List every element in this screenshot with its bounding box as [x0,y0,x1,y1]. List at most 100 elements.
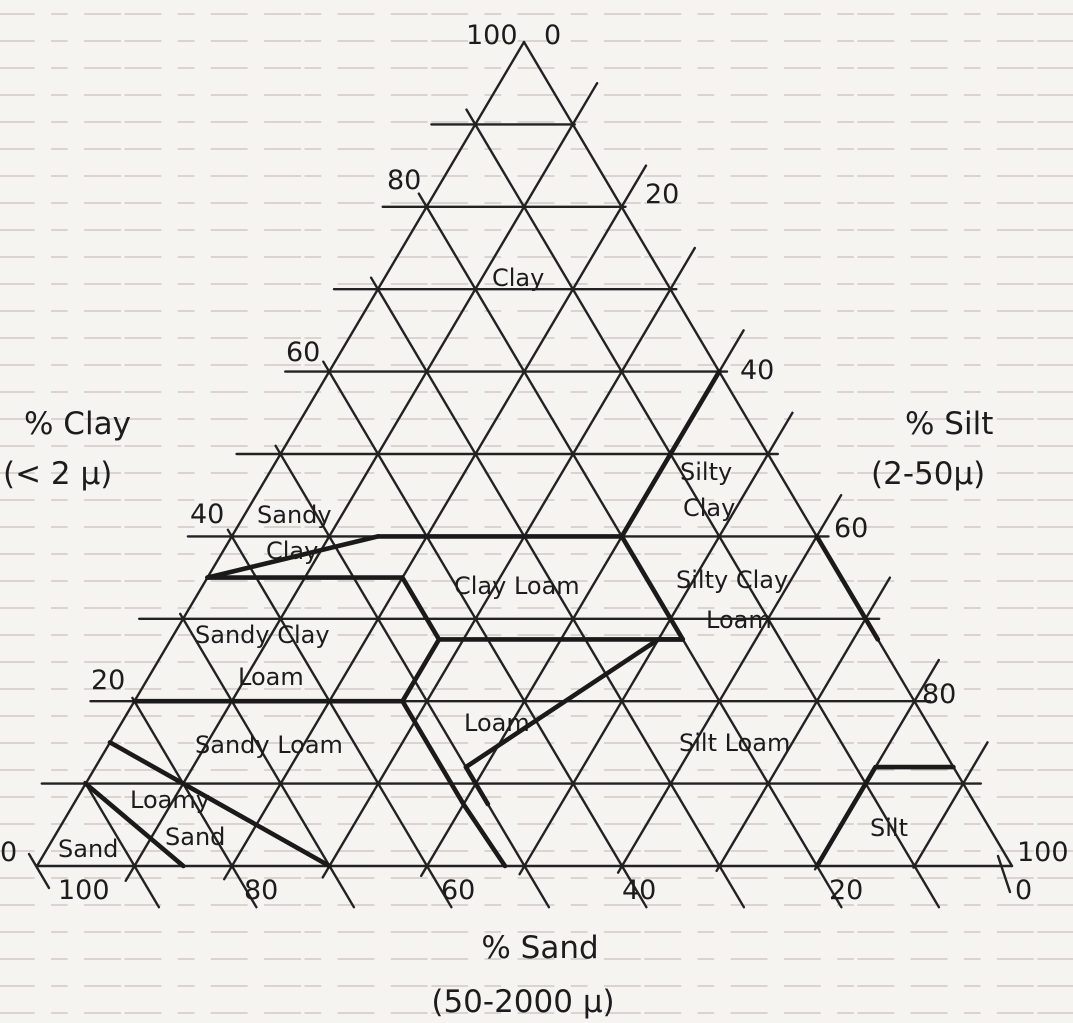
sand-gridline [322,360,648,909]
background-text-line: — – —— – — —– — —— – — – —— – — — –— — –… [0,814,1073,832]
background-text-line: — – —— – — —– — —— – — – —— – — — –— — –… [0,193,1073,211]
background-text-line: — – —— – — —– — —— – — – —— – — — –— — –… [0,949,1073,967]
region-label-loamy-sand-line1: Loamy [130,786,210,814]
background-text-line: — – —— – — —– — —— – — – —— – — — –— — –… [0,409,1073,427]
silt-tick-40: 40 [740,355,774,386]
silt-gridline [124,81,599,882]
region-label-silty-clay-loam-line2: Loam [706,606,772,634]
texture-boundary [107,740,332,869]
sand-tick-80: 80 [244,875,278,906]
texture-boundary [83,781,186,869]
silt-gridline [616,494,843,874]
background-text-line: — – —— – — —– — —— – — – —— – — — –— — –… [0,922,1073,940]
background-text: — – —— – — —– — —— – — – —— – — — –— — –… [0,4,1073,1021]
background-text-line: — – —— – — —– — —— – — – —— – — — –— — –… [0,301,1073,319]
texture-boundary [400,637,508,869]
sand-gridline [369,276,746,909]
texture-boundary [400,534,686,642]
region-label-silty-clay-loam-line1: Silty Clay [676,566,788,594]
silt-gridline [321,246,696,879]
region-label-silty-clay-line1: Silty [680,458,732,486]
background-text-line: — – —— – — —– — —— – — – —— – — — –— — –… [0,787,1073,805]
axis-titles: % Clay (< 2 μ) % Silt (2-50μ) % Sand (50… [3,406,993,1020]
sand-gridline [465,108,941,909]
region-label-sand: Sand [58,835,118,863]
sand-gridline [226,528,453,909]
background-text-line: — – —— – — —– — —— – — – —— – — — –— — –… [0,895,1073,913]
clay-tick-20: 20 [91,665,125,696]
texture-boundary [205,534,381,580]
sand-axis-range: (50-2000 μ) [431,984,614,1020]
background-text-line: — – —— – — —– — —— – — – —— – — — –— — –… [0,112,1073,130]
region-label-silt-loam: Silt Loam [679,729,790,757]
sand-tick-40: 40 [622,875,656,906]
sand-gridline [83,780,161,909]
background-text-line: — – —— – — —– — —— – — – —— – — — –— — –… [0,679,1073,697]
triangle-left-edge [35,40,526,868]
background-text-line: — – —— – — —– — —— – — – —— – — — –— — –… [0,85,1073,103]
clay-tick-0: 0 [0,837,17,868]
background-text-line: — – —— – — —– — —— – — – —— – — — –— — –… [0,328,1073,346]
clay-axis-range: (< 2 μ) [3,456,112,492]
region-label-sandy-clay-line1: Sandy [257,501,332,529]
region-label-clay-loam: Clay Loam [454,572,580,600]
background-text-line: — – —— – — —– — —— – — – —— – — — –— — –… [0,490,1073,508]
silt-tick-100: 100 [1017,837,1069,868]
background-text-line: — – —— – — —– — —— – — – —— – — — –— — –… [0,598,1073,616]
sand-gridline [274,444,551,909]
background-text-line: — – —— – — —– — —— – — – —— – — — –— — –… [0,436,1073,454]
clay-tick-100: 100 [466,20,518,51]
sand-tick-labels: 100 80 60 40 20 0 [58,875,1032,906]
silt-axis-range: (2-50μ) [871,456,985,492]
sand-gridline [131,696,258,909]
sand-tick-20: 20 [829,875,863,906]
region-label-loamy-sand-line2: Sand [165,823,225,851]
clay-axis-title: % Clay [24,406,131,442]
background-text-line: — – —— – — —– — —— – — – —— – — — –— — –… [0,1003,1073,1021]
background-text-line: — – —— – — —– — —— – — – —— – — — –— — –… [0,166,1073,184]
background-text-line: — – —— – — —– — —— – — – —— – — — –— — –… [0,274,1073,292]
texture-class-labels: Clay Silty Clay Sandy Clay Clay Loam Sil… [58,264,908,863]
silt-tick-labels: 0 20 40 60 80 100 [544,20,1069,868]
clay-tick-labels: 100 80 60 40 20 0 [0,20,518,868]
silt-tick-20: 20 [645,179,679,210]
background-text-line: — – —— – — —– — —— – — – —— – — — –— — –… [0,31,1073,49]
texture-boundary [814,764,956,869]
silt-axis-title: % Silt [905,406,993,442]
texture-boundary [463,637,686,807]
clay-tick-60: 60 [286,337,320,368]
background-text-line: — – —— – — —– — —— – — – —— – — — –— — –… [0,733,1073,751]
silt-gridline [912,741,989,869]
background-text-line: — – —— – — —– — —— – — – —— – — — –— — –… [0,4,1073,22]
region-label-silty-clay-line2: Clay [683,494,735,522]
silt-gridline [222,164,648,881]
triangle-right-edge [522,40,1014,868]
silt-tick-0: 0 [544,20,561,51]
sand-gridline [178,612,356,909]
region-label-sandy-loam: Sandy Loam [195,731,343,759]
clay-tick-40: 40 [190,499,224,530]
corner-tick [996,854,1012,894]
background-text-line: — – —— – — —– — —— – — – —— – — — –— — –… [0,868,1073,886]
region-label-sandy-clay-line2: Clay [266,537,318,565]
silt-tick-60: 60 [834,513,868,544]
texture-boundary [814,534,881,642]
background-text-line: — – —— – — —– — —— – — – —— – — — –— — –… [0,247,1073,265]
corner-tick [27,852,51,890]
background-text-line: — – —— – — —– — —— – — – —— – — — –— — –… [0,58,1073,76]
region-label-silt: Silt [870,814,908,842]
region-label-sandy-clay-loam-line2: Loam [238,663,304,691]
region-label-sandy-clay-loam-line1: Sandy Clay [195,621,330,649]
silt-tick-80: 80 [922,679,956,710]
sand-tick-0: 0 [1015,875,1032,906]
background-text-line: — – —— – — —– — —— – — – —— – — — –— — –… [0,355,1073,373]
silt-gridline [715,576,892,873]
background-text-line: — – —— – — —– — —— – — – —— – — — –— — –… [0,652,1073,670]
background-text-line: — – —— – — —– — —— – — – —— – — — –— — –… [0,139,1073,157]
sand-tick-60: 60 [441,875,475,906]
clay-tick-80: 80 [387,165,421,196]
region-label-loam: Loam [464,709,530,737]
sand-axis-title: % Sand [481,930,598,966]
texture-class-boundaries [83,369,956,869]
